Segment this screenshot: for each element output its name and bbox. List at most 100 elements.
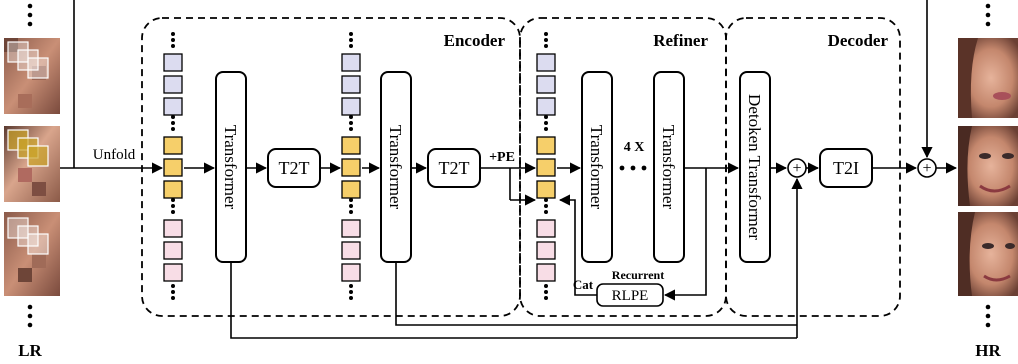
token-ellipsis-dot	[349, 44, 353, 48]
token-ellipsis-dot	[544, 127, 548, 131]
token-ellipsis-dot	[544, 204, 548, 208]
token-mid	[341, 158, 361, 177]
global-skip-connection	[73, 0, 933, 168]
token-ellipsis-dot	[544, 296, 548, 300]
token-top	[536, 53, 556, 72]
token-ellipsis-dot	[171, 284, 175, 288]
t2t-block-1: T2T	[267, 148, 321, 188]
t2t-block-1-label: T2T	[279, 158, 310, 178]
token-ellipsis-dot	[171, 38, 175, 42]
token-mid	[163, 180, 183, 199]
token-ellipsis-dot	[349, 204, 353, 208]
lr-image-3	[4, 212, 60, 296]
t2i-block-label: T2I	[833, 158, 859, 178]
refiner-transformer-1: Transformer	[581, 71, 613, 263]
token-ellipsis-dot	[171, 121, 175, 125]
token-column-1	[163, 32, 183, 300]
rlpe-block: RLPE	[596, 283, 664, 307]
token-top	[536, 75, 556, 94]
t2t-block-2-label: T2T	[439, 158, 470, 178]
token-top	[341, 75, 361, 94]
token-ellipsis-dot	[349, 121, 353, 125]
sum-node-decoder-symbol: +	[792, 160, 801, 177]
token-ellipsis-dot	[349, 290, 353, 294]
encoder-transformer-2-label: Transformer	[386, 125, 405, 210]
t2t-block-2: T2T	[427, 148, 481, 188]
hr-top-ellipsis	[985, 3, 991, 27]
token-ellipsis-dot	[171, 115, 175, 119]
token-ellipsis-dot	[349, 38, 353, 42]
lr-bottom-ellipsis	[27, 304, 33, 328]
token-ellipsis-dot	[544, 32, 548, 36]
hr-image-3	[958, 212, 1018, 296]
token-ellipsis-dot	[349, 210, 353, 214]
token-top	[163, 53, 183, 72]
encoder-stage	[141, 17, 521, 317]
hr-image-1	[958, 38, 1018, 118]
token-bottom	[163, 219, 183, 238]
token-mid	[163, 158, 183, 177]
token-ellipsis-dot	[544, 210, 548, 214]
token-ellipsis-dot	[544, 44, 548, 48]
token-ellipsis-dot	[349, 284, 353, 288]
refiner-transformer-1-label: Transformer	[587, 125, 606, 210]
token-ellipsis-dot	[544, 198, 548, 202]
token-mid	[341, 136, 361, 155]
refiner-transformer-2: Transformer	[653, 71, 685, 263]
token-ellipsis-dot	[171, 204, 175, 208]
hr-label: HR	[975, 341, 1001, 360]
token-top	[536, 97, 556, 116]
token-bottom	[536, 263, 556, 282]
decoder-stage	[725, 17, 901, 317]
lr-image-2	[4, 126, 60, 202]
token-mid	[536, 136, 556, 155]
token-ellipsis-dot	[349, 198, 353, 202]
encoder-transformer-1-label: Transformer	[221, 125, 240, 210]
recurrent-label: Recurrent	[612, 268, 664, 282]
token-ellipsis-dot	[349, 127, 353, 131]
token-top	[341, 53, 361, 72]
hr-output-column: HR	[958, 3, 1018, 360]
token-column-2	[341, 32, 361, 300]
token-top	[163, 97, 183, 116]
token-ellipsis-dot	[171, 32, 175, 36]
token-ellipsis-dot	[544, 121, 548, 125]
token-column-3	[536, 32, 556, 300]
sum-node-decoder: +	[787, 158, 807, 178]
token-ellipsis-dot	[171, 198, 175, 202]
token-ellipsis-dot	[171, 290, 175, 294]
recurrent-loop	[509, 168, 707, 301]
encoder-skip-connections	[230, 177, 803, 339]
token-ellipsis-dot	[349, 296, 353, 300]
lr-input-column: LR	[4, 3, 60, 360]
encoder-transformer-2: Transformer	[380, 71, 412, 263]
token-top	[341, 97, 361, 116]
token-ellipsis-dot	[171, 127, 175, 131]
refiner-title: Refiner	[653, 31, 708, 50]
detoken-transformer-label: Detoken Transformer	[745, 94, 764, 240]
token-bottom	[341, 219, 361, 238]
decoder-title: Decoder	[828, 31, 889, 50]
sum-node-output-symbol: +	[922, 160, 931, 177]
token-top	[163, 75, 183, 94]
hr-bottom-ellipsis	[985, 304, 991, 328]
token-mid	[536, 158, 556, 177]
token-bottom	[536, 241, 556, 260]
pe-label: +PE	[489, 150, 515, 165]
t2i-block: T2I	[819, 148, 873, 188]
sum-node-output: +	[917, 158, 937, 178]
token-mid	[341, 180, 361, 199]
token-ellipsis-dot	[544, 115, 548, 119]
token-bottom	[536, 219, 556, 238]
token-mid	[163, 136, 183, 155]
lr-top-ellipsis	[27, 3, 33, 27]
token-ellipsis-dot	[171, 44, 175, 48]
lr-image-1	[4, 38, 60, 114]
token-bottom	[341, 241, 361, 260]
refiner-transformer-2-label: Transformer	[659, 125, 678, 210]
token-mid	[536, 180, 556, 199]
token-ellipsis-dot	[349, 32, 353, 36]
refiner-repeat-dots	[619, 165, 647, 171]
hr-image-2	[958, 126, 1018, 206]
